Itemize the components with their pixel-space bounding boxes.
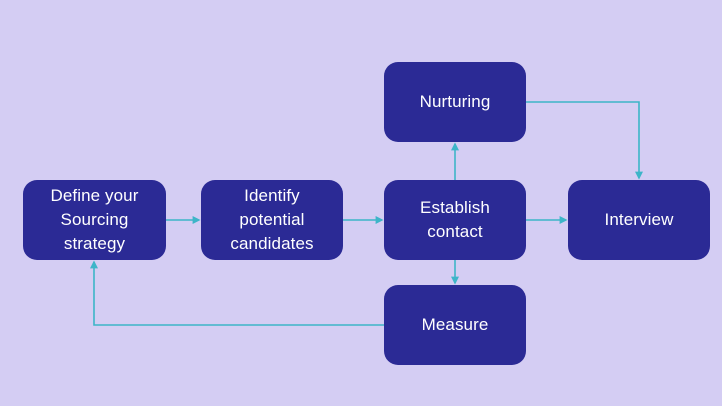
- node-establish-label: Establish contact: [420, 198, 490, 241]
- node-define-label: Define your Sourcing strategy: [50, 186, 139, 253]
- node-interview-label: Interview: [604, 210, 674, 229]
- arrow-nurturing-to-interview: [526, 101, 643, 180]
- node-nurturing-label: Nurturing: [419, 92, 491, 111]
- arrow-measure-to-define: [90, 260, 384, 326]
- node-interview: Interview: [568, 180, 710, 260]
- node-identify-candidates: Identify potential candidates: [201, 180, 343, 260]
- node-identify-label: Identify potential candidates: [230, 186, 314, 253]
- node-measure: Measure: [384, 285, 526, 365]
- node-measure-label: Measure: [421, 315, 489, 334]
- node-nurturing: Nurturing: [384, 62, 526, 142]
- node-establish-contact: Establish contact: [384, 180, 526, 260]
- node-define-sourcing-strategy: Define your Sourcing strategy: [23, 180, 166, 260]
